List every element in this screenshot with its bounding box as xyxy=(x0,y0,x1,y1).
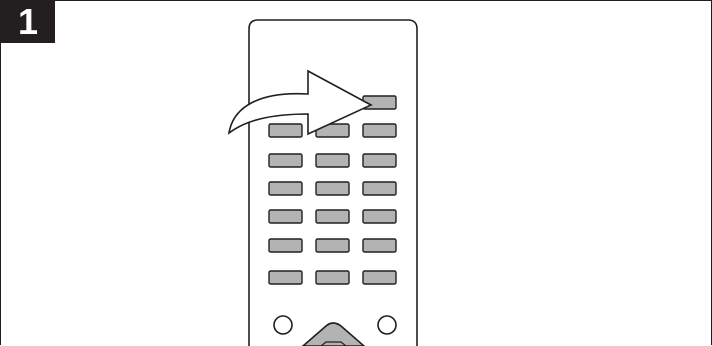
remote-button xyxy=(316,271,349,284)
remote-button xyxy=(363,239,396,252)
round-button-left xyxy=(274,316,292,334)
remote-button xyxy=(269,154,302,167)
remote-button xyxy=(269,124,302,137)
remote-button xyxy=(269,239,302,252)
remote-button xyxy=(316,182,349,195)
remote-button xyxy=(363,124,396,137)
remote-button xyxy=(316,210,349,223)
remote-button xyxy=(363,210,396,223)
remote-button xyxy=(363,271,396,284)
round-button-right xyxy=(378,316,396,334)
remote-button xyxy=(363,154,396,167)
remote-button xyxy=(269,271,302,284)
remote-button xyxy=(269,210,302,223)
remote-button xyxy=(316,154,349,167)
remote-button xyxy=(363,182,396,195)
remote-button xyxy=(316,239,349,252)
remote-button xyxy=(269,182,302,195)
